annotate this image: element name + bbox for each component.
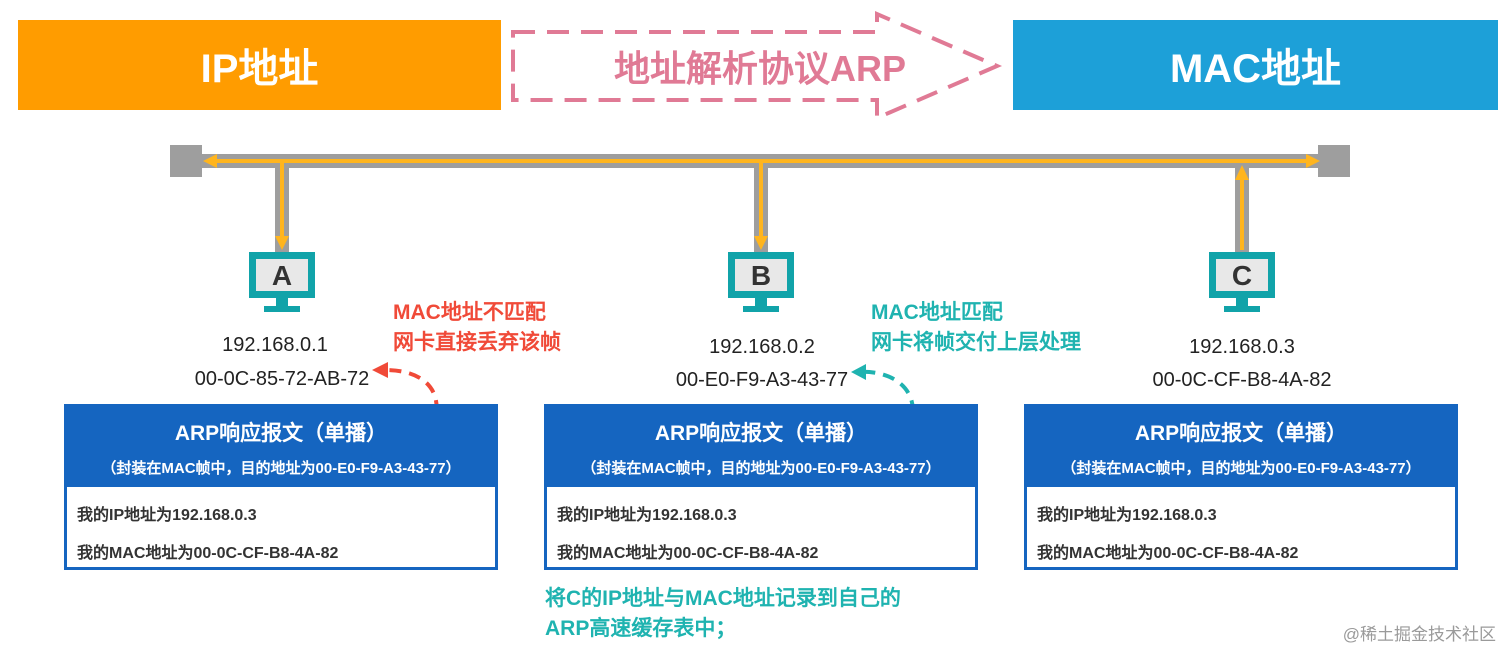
- host-a-ip: 192.168.0.1: [222, 334, 328, 356]
- packet-subtitle: （封装在MAC帧中，目的地址为00-E0-F9-A3-43-77）: [101, 460, 461, 477]
- teal-curved-arrow: [854, 369, 915, 450]
- computer-a-label: A: [272, 260, 292, 291]
- packet-title: ARP响应报文（单播）: [1134, 422, 1348, 445]
- packet-subtitle: （封装在MAC帧中，目的地址为00-E0-F9-A3-43-77）: [1061, 460, 1421, 477]
- mac-address-label: MAC地址: [1169, 47, 1342, 91]
- arp-cache-line1: 将C的IP地址与MAC地址记录到自己的: [545, 587, 901, 610]
- b-match-line1: MAC地址匹配: [871, 301, 1003, 324]
- packet-ip-line: 我的IP地址为192.168.0.3: [557, 507, 737, 524]
- packet-mac-line: 我的MAC地址为00-0C-CF-B8-4A-82: [77, 545, 339, 562]
- a-mismatch-note: MAC地址不匹配 网卡直接丢弃该帧: [393, 298, 561, 358]
- watermark: @稀土掘金技术社区: [1342, 625, 1496, 644]
- host-c-ip: 192.168.0.3: [1189, 336, 1295, 358]
- signal-arrow-to-a: [275, 236, 289, 250]
- arp-reply-packet-a: ARP响应报文（单播） （封装在MAC帧中，目的地址为00-E0-F9-A3-4…: [64, 404, 498, 570]
- ip-address-label: IP地址: [200, 47, 319, 91]
- host-c-mac: 00-0C-CF-B8-4A-82: [1152, 369, 1332, 391]
- signal-arrow-from-c: [1235, 165, 1249, 180]
- signal-arrow-right: [1306, 154, 1320, 168]
- host-a-mac: 00-0C-85-72-AB-72: [194, 368, 370, 390]
- bus-terminator-left: [170, 145, 202, 177]
- packet-ip-line: 我的IP地址为192.168.0.3: [1037, 507, 1217, 524]
- arp-cache-line2: ARP高速缓存表中；: [545, 617, 737, 640]
- signal-arrow-left: [203, 154, 217, 168]
- a-mismatch-line2: 网卡直接丢弃该帧: [393, 331, 561, 354]
- bus-terminator-right: [1318, 145, 1350, 177]
- arp-reply-packet-c: ARP响应报文（单播） （封装在MAC帧中，目的地址为00-E0-F9-A3-4…: [1024, 404, 1458, 570]
- host-b-mac: 00-E0-F9-A3-43-77: [675, 369, 849, 391]
- computer-b-icon: B: [728, 252, 794, 312]
- computer-a-icon: A: [249, 252, 315, 312]
- mac-address-banner: MAC地址: [1013, 20, 1498, 110]
- packet-subtitle: （封装在MAC帧中，目的地址为00-E0-F9-A3-43-77）: [581, 460, 941, 477]
- arp-arrow-label: 地址解析协议ARP: [613, 48, 906, 89]
- computer-b-label: B: [751, 260, 771, 291]
- b-match-note: MAC地址匹配 网卡将帧交付上层处理: [871, 298, 1081, 358]
- signal-arrow-to-b: [754, 236, 768, 250]
- computer-c-label: C: [1232, 260, 1252, 291]
- packet-title: ARP响应报文（单播）: [654, 422, 868, 445]
- b-match-line2: 网卡将帧交付上层处理: [871, 331, 1081, 354]
- network-bus: [170, 145, 1350, 252]
- a-mismatch-line1: MAC地址不匹配: [393, 301, 546, 324]
- host-b-ip: 192.168.0.2: [709, 336, 815, 358]
- arp-reply-packet-b: ARP响应报文（单播） （封装在MAC帧中，目的地址为00-E0-F9-A3-4…: [544, 404, 978, 570]
- computer-c-icon: C: [1209, 252, 1275, 312]
- packet-mac-line: 我的MAC地址为00-0C-CF-B8-4A-82: [1037, 545, 1299, 562]
- arp-arrow: [511, 10, 1003, 122]
- packet-mac-line: 我的MAC地址为00-0C-CF-B8-4A-82: [557, 545, 819, 562]
- packet-title: ARP响应报文（单播）: [174, 422, 388, 445]
- packet-ip-line: 我的IP地址为192.168.0.3: [77, 507, 257, 524]
- arp-cache-note: 将C的IP地址与MAC地址记录到自己的 ARP高速缓存表中；: [545, 584, 901, 644]
- ip-address-banner: IP地址: [18, 20, 501, 110]
